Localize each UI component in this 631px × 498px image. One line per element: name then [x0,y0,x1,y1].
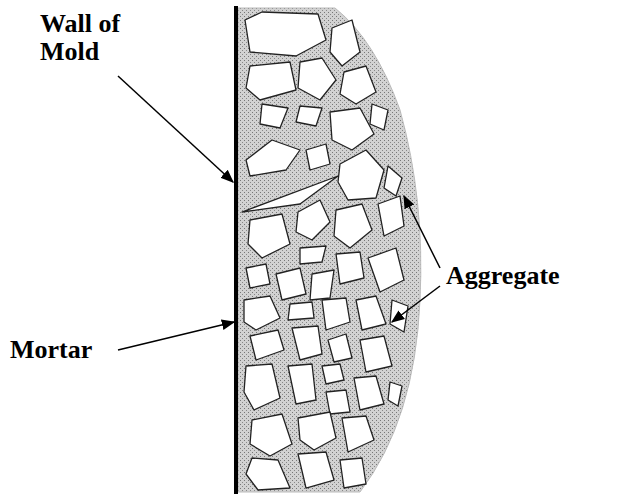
aggregate-stone [296,106,322,126]
aggregate-stone [330,108,374,150]
aggregate-stone [300,246,326,264]
aggregate-stone [292,326,322,360]
mortar-label: Mortar [10,336,120,364]
leader-line [392,286,440,322]
aggregate-stone [296,200,330,240]
aggregate-stone [322,298,350,330]
aggregate-stone [388,382,402,406]
aggregate-stone [288,364,316,404]
aggregate-stone [298,58,336,100]
aggregate-stone [244,296,280,330]
aggregate-stone [260,104,288,128]
aggregate-stone [360,336,392,372]
aggregate-stone [322,364,344,384]
aggregate-stone [368,248,404,292]
aggregate-stone [338,150,384,200]
aggregate-stone [246,62,296,100]
aggregate-stone [298,412,336,450]
wall-label: Wall of Mold [40,10,160,66]
aggregate-stone [384,166,402,196]
aggregate-stone [246,458,290,490]
aggregate-stone [248,214,290,258]
aggregate-stone [340,66,376,104]
aggregate-stone [342,416,374,452]
aggregate-stone [310,270,334,300]
aggregate-stone [246,140,300,176]
aggregate-stone [328,334,352,362]
aggregate-stone [298,452,334,488]
aggregate-stone [356,296,386,330]
leader-line [118,322,234,350]
aggregate-label: Aggregate [446,262,616,290]
leader-line [118,76,233,182]
aggregate-stone [246,264,270,288]
leader-line [404,196,440,268]
aggregate-stone [334,204,372,248]
aggregate-stone [250,414,292,456]
mold-wall [234,6,238,494]
aggregate-stone [276,268,306,300]
aggregate-stone [378,196,404,236]
mortar-region [238,8,421,492]
aggregate-stone [288,302,314,320]
aggregate-stone [306,144,330,170]
aggregate-stone [250,330,284,360]
aggregate-stone [336,252,364,284]
aggregate-stone [244,364,280,410]
aggregate-stone [245,12,326,56]
aggregate-stone [370,104,388,130]
aggregate-stone [326,390,350,414]
aggregate-stone [340,458,366,488]
aggregate-stone [354,376,384,410]
aggregate-group [242,12,408,490]
aggregate-stone [330,20,360,66]
